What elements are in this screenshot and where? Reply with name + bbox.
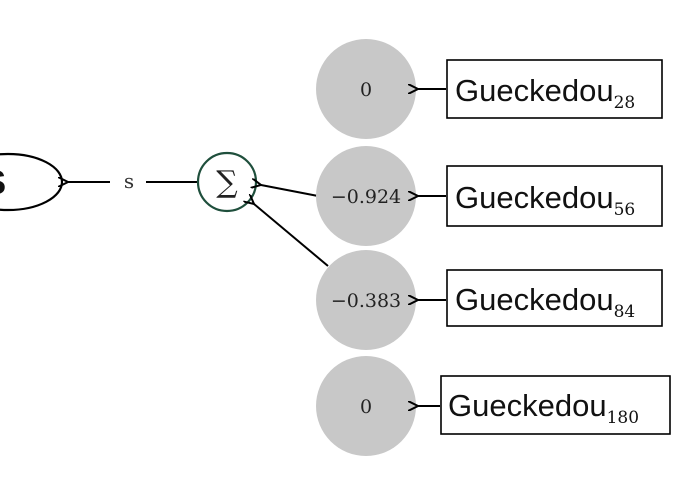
weight-value: −0.924 xyxy=(331,186,401,208)
input-row-84: −0.383 Gueckedou84 xyxy=(316,250,663,350)
output-node-label: S xyxy=(0,164,6,202)
weight-node xyxy=(316,39,416,139)
sum-symbol: ∑ xyxy=(216,165,238,200)
weight-value: −0.383 xyxy=(331,290,401,312)
weight-node xyxy=(316,146,416,246)
input-label: Gueckedou56 xyxy=(455,180,635,220)
input-box xyxy=(446,269,663,327)
input-row-28: 0 Gueckedou28 xyxy=(316,39,663,139)
input-label: Gueckedou28 xyxy=(455,73,635,113)
weight-value: 0 xyxy=(360,396,372,418)
input-box xyxy=(440,375,671,435)
edge-label: s xyxy=(124,169,134,193)
weight-node xyxy=(316,356,416,456)
sum-node: ∑ xyxy=(196,151,258,213)
weight-value: 0 xyxy=(360,79,372,101)
output-node: S xyxy=(0,152,64,212)
input-row-56: −0.924 Gueckedou56 xyxy=(316,146,663,246)
input-row-180: 0 Gueckedou180 xyxy=(316,356,671,456)
input-label: Gueckedou180 xyxy=(448,388,639,428)
input-box xyxy=(446,165,663,227)
input-box xyxy=(446,59,663,119)
weight-node xyxy=(316,250,416,350)
output-edge: s xyxy=(68,169,197,193)
edge-weight-56-to-sum xyxy=(261,185,319,197)
edge-weight-84-to-sum xyxy=(254,204,329,267)
input-label: Gueckedou84 xyxy=(455,282,635,322)
